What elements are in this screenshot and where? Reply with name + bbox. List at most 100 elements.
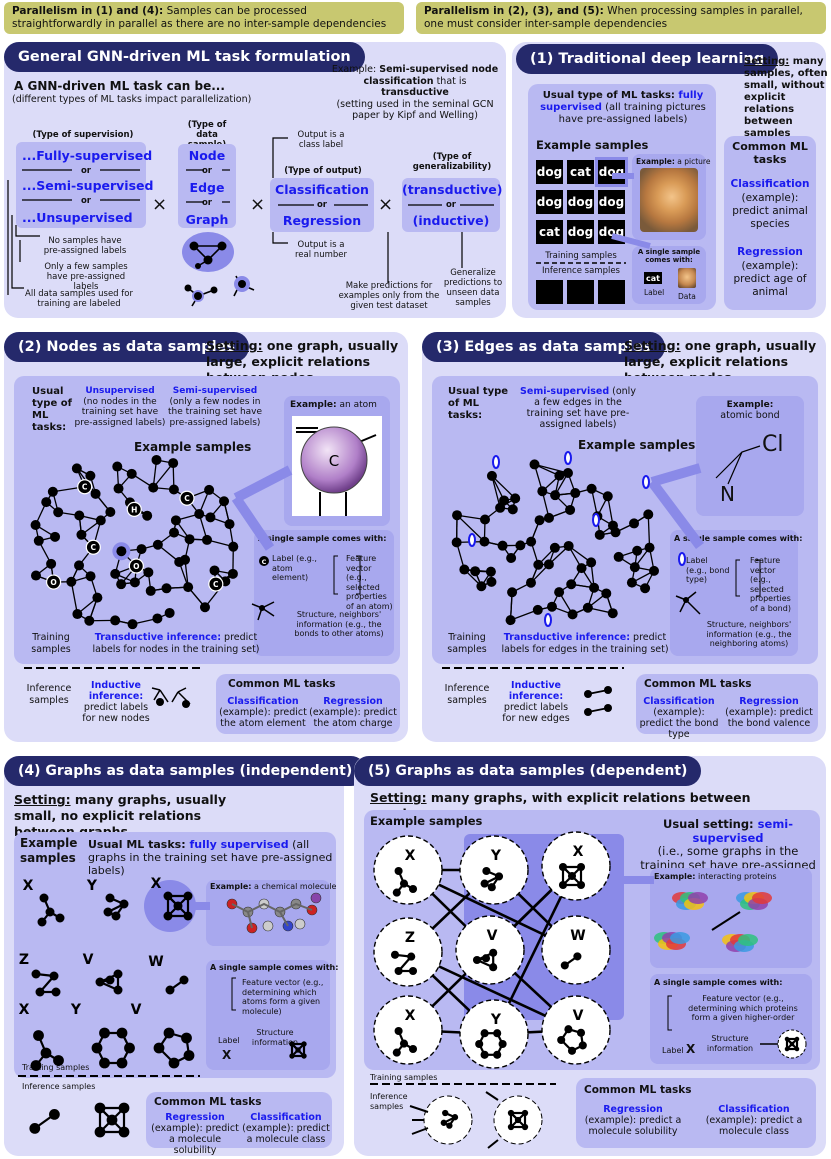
gind-regression-ex: (example): predict a molecule solubility [151, 1123, 239, 1156]
bond-n: N [720, 482, 735, 506]
supervision-semi: ...Semi-supervised [22, 178, 154, 193]
gdep-title: (5) Graphs as data samples (dependent) [354, 756, 702, 786]
edges-semisup-label: Semi-supervised [520, 386, 610, 397]
general-lead-sub: (different types of ML tasks impact para… [12, 94, 252, 105]
supervision-or-2: or [80, 196, 92, 206]
supervision-head: (Type of supervision) [32, 130, 134, 140]
edges-title: (3) Edges as data samples [422, 332, 666, 362]
gdep-inference: Inference samples [370, 1092, 408, 1111]
gdep-usual-blue: semi-supervised [692, 817, 794, 845]
trad-sample-dog: dog [536, 190, 563, 214]
gdep-common: Common ML tasks [584, 1084, 692, 1096]
general-example: Example: Semi-supervised node classifica… [330, 64, 500, 122]
nodes-common: Common ML tasks [228, 678, 336, 690]
atom-example-prefix: Example: [290, 400, 337, 410]
trad-training: Training samples [545, 251, 617, 261]
edges-example-samples: Example samples [578, 438, 696, 452]
note-no-labels: No samples have pre-assigned labels [43, 236, 127, 256]
gind-usual-blue: fully supervised [189, 838, 289, 851]
gdep-classification-label: Classification [718, 1104, 790, 1115]
edges-classification-ex: (example): predict the bond type [639, 707, 719, 740]
gind-usual-prefix: Usual ML tasks: [88, 838, 190, 851]
trad-pic-text: a picture [674, 157, 711, 166]
edges-classification: Classification(example): predict the bon… [636, 696, 722, 740]
nodes-classification: Classification(example): predict the ato… [218, 696, 308, 729]
edges-inference: Inference samples [444, 683, 490, 706]
note-transductive: Make predictions for examples only from … [338, 281, 440, 311]
trad-common-box [724, 136, 816, 310]
trad-inference-box [598, 280, 625, 304]
trad-inference-box [567, 280, 594, 304]
gind-feature-desc: Feature vector (e.g., determining which … [242, 978, 324, 1016]
protein-example: Example: interacting proteins [654, 872, 777, 882]
molecule-example-prefix: Example: [210, 882, 252, 891]
banner-left-bold: Parallelism in (1) and (4): [12, 5, 164, 17]
gdep-classification: Classification(example): predict a molec… [696, 1104, 812, 1137]
trad-sample-dog: dog [567, 190, 594, 214]
trad-pic-prefix: Example: [636, 157, 675, 166]
general-example-prefix: Example: [331, 64, 380, 75]
gdep-usual-prefix: Usual setting: [662, 817, 758, 831]
trad-classification: Classification [730, 178, 810, 190]
edges-common: Common ML tasks [644, 678, 752, 690]
supervision-un: ...Unsupervised [22, 210, 133, 225]
trad-title: (1) Traditional deep learning [516, 44, 779, 74]
trad-regression-ex: (example): predict age of animal [733, 260, 807, 298]
output-classification: Classification [275, 182, 369, 197]
gdep-usual: Usual setting: semi-supervised(i.e., som… [638, 817, 818, 886]
edges-regression-ex: (example): predict the bond valence [725, 707, 813, 729]
gind-classification-label: Classification [250, 1112, 322, 1123]
gind-common: Common ML tasks [154, 1096, 262, 1108]
trad-label-tag: cat [644, 272, 662, 284]
trad-example-samples: Example samples [536, 138, 649, 152]
gind-common-box [146, 1092, 332, 1148]
gind-inference: Inference samples [22, 1082, 96, 1091]
edges-semisup-desc: (only a few edges in the training set ha… [526, 386, 636, 430]
gdep-label-x: X [686, 1042, 696, 1056]
sample-node: Node [188, 148, 226, 163]
gen-transductive: (transductive) [402, 182, 503, 197]
trad-usual-rest: (all training pictures have pre-assigned… [558, 102, 706, 125]
sample-graph: Graph [185, 212, 229, 227]
trad-inference-boxes [536, 280, 626, 304]
gdep-example-samples: Example samples [370, 814, 483, 828]
nodes-unsup-desc: (no nodes in the training set have pre-a… [74, 396, 166, 428]
atom-example-text: an atom [336, 400, 377, 410]
gdep-single-label: A single sample comes with: [654, 978, 783, 987]
edges-setting-label: Setting: [624, 338, 681, 353]
gind-usual-rest: (all graphs in the training set have pre… [88, 838, 333, 877]
gdep-classification-ex: (example): predict a molecule class [705, 1115, 803, 1137]
gen-head: (Type of generalizability) [412, 152, 492, 172]
nodes-title: (2) Nodes as data samples [4, 332, 250, 362]
nodes-setting-label: Setting: [206, 338, 263, 353]
gdep-structure: Structure information [706, 1034, 754, 1053]
cat-picture [640, 168, 698, 232]
gind-label-x: X [222, 1048, 232, 1062]
gind-setting-label: Setting: [14, 792, 71, 807]
general-title: General GNN-driven ML task formulation [4, 42, 365, 72]
edges-label-desc: Label (e.g., bond type) [686, 556, 730, 584]
note-all-labels: All data samples used for training are l… [25, 289, 133, 309]
gdep-regression: Regression(example): predict a molecule … [578, 1104, 688, 1137]
gind-structure: Structure information [251, 1028, 299, 1047]
protein-example-text: interacting proteins [695, 872, 777, 881]
gdep-regression-label: Regression [603, 1104, 663, 1115]
gind-training: Training samples [22, 1063, 90, 1072]
times-2: × [250, 194, 266, 215]
nodes-unsup-label: Unsupervised [85, 386, 155, 396]
times-1: × [152, 194, 168, 215]
edges-classification-label: Classification [643, 696, 715, 707]
output-head: (Type of output) [284, 166, 362, 176]
banner-right: Parallelism in (2), (3), and (5): When p… [416, 2, 826, 34]
bond-example: atomic bond [720, 410, 780, 421]
note-few-labels: Only a few samples have pre-assigned lab… [44, 262, 128, 292]
molecule-example: Example: a chemical molecule [210, 882, 336, 892]
gdep-usual-rest: (i.e., some graphs in the training set h… [640, 844, 816, 885]
gind-classification: Classification(example): predict a molec… [242, 1112, 330, 1145]
edges-common-box [636, 674, 818, 734]
nodes-regression-ex: (example): predict the atom charge [309, 707, 397, 729]
gind-usual: Usual ML tasks: fully supervised (all gr… [88, 838, 334, 877]
nodes-classification-ex: (example): predict the atom element [219, 707, 307, 729]
trad-label-text: Label [644, 288, 665, 297]
banner-right-text: When processing samples in parallel, one… [424, 5, 803, 30]
